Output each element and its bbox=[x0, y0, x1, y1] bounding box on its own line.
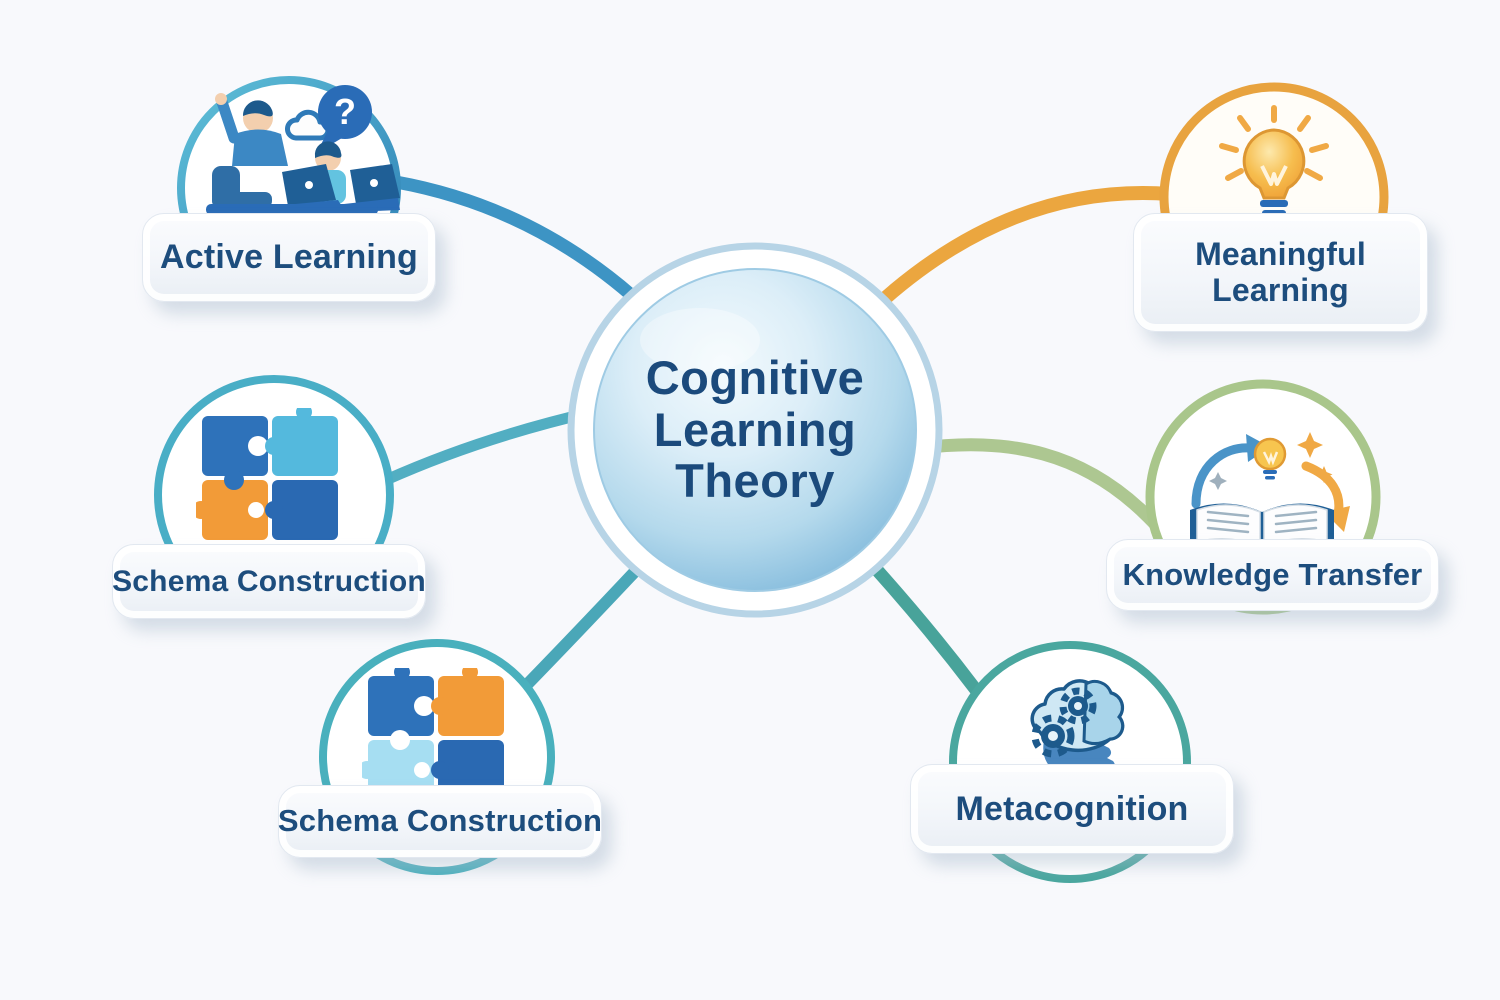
connector-meaningful-learning bbox=[865, 186, 1177, 317]
gear-icon bbox=[1059, 687, 1097, 725]
label-active-learning: Active Learning bbox=[142, 213, 436, 302]
label-knowledge-transfer-text: Knowledge Transfer bbox=[1122, 556, 1423, 592]
connector-metacognition bbox=[861, 553, 983, 697]
label-meaningful-learning-text: Meaningful Learning bbox=[1195, 235, 1366, 308]
connector-active-learning bbox=[389, 175, 657, 319]
central-title-line2: Learning bbox=[653, 402, 857, 456]
connector-schema-construction-left bbox=[380, 406, 598, 486]
label-meaningful-learning: Meaningful Learning bbox=[1133, 213, 1428, 332]
students-laptops-question-icon: ? bbox=[178, 74, 400, 226]
connector-schema-construction-bottom bbox=[508, 558, 648, 704]
puzzle-pieces-icon bbox=[196, 408, 348, 550]
label-active-learning-text: Active Learning bbox=[159, 238, 419, 277]
label-schema-construction-left: Schema Construction bbox=[112, 544, 426, 619]
label-metacognition-text: Metacognition bbox=[955, 789, 1189, 828]
label-knowledge-transfer: Knowledge Transfer bbox=[1106, 539, 1439, 611]
central-title-line1: Cognitive bbox=[645, 351, 865, 404]
label-schema-construction-bottom: Schema Construction bbox=[278, 785, 602, 858]
label-schema-construction-left-text: Schema Construction bbox=[112, 564, 426, 598]
question-mark-glyph: ? bbox=[334, 91, 356, 132]
central-title-line3: Theory bbox=[675, 454, 835, 508]
central-hub bbox=[567, 242, 943, 618]
lightbulb-icon bbox=[1212, 100, 1336, 242]
connector-knowledge-transfer bbox=[913, 438, 1164, 533]
gear-icon bbox=[1031, 714, 1075, 758]
label-schema-construction-bottom-text: Schema Construction bbox=[277, 803, 603, 839]
label-metacognition: Metacognition bbox=[910, 764, 1234, 854]
central-title: Cognitive Learning Theory bbox=[555, 352, 955, 507]
